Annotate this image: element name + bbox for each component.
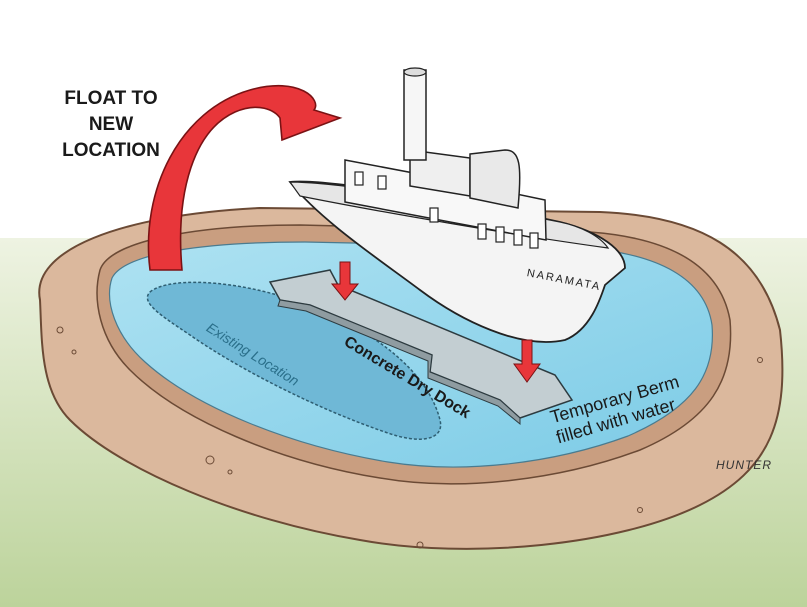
berm-texture [56,326,763,549]
ship-windows [354,171,539,249]
ship-window [354,171,364,186]
ship-window [513,229,523,246]
float-arrow [147,84,343,271]
pebble [205,455,215,465]
ship-funnel-top [403,67,427,77]
ship-window [377,175,387,190]
existing-location-outline [146,281,442,440]
artist-signature: HUNTER [716,458,772,472]
pebble [416,541,424,549]
float-to-new-location-label: FLOAT TO NEW LOCATION [36,86,186,164]
float-label-line2: NEW [88,114,134,135]
ship-window [529,232,539,249]
ship-window [429,207,439,223]
pebble [227,469,233,475]
lower-arrow-right [513,339,541,383]
ship-window [495,226,505,243]
pebble [757,357,763,363]
pebble [637,507,643,513]
float-label-line1: FLOAT TO [64,88,158,109]
concrete-dry-dock-edge [277,299,521,426]
pebble [56,326,64,334]
ship-funnel [403,69,427,161]
pebble [71,349,77,355]
ship-wheelhouse [469,149,521,209]
float-label-line3: LOCATION [62,140,160,161]
ship-window [477,223,487,240]
lower-arrow-left [330,261,360,301]
